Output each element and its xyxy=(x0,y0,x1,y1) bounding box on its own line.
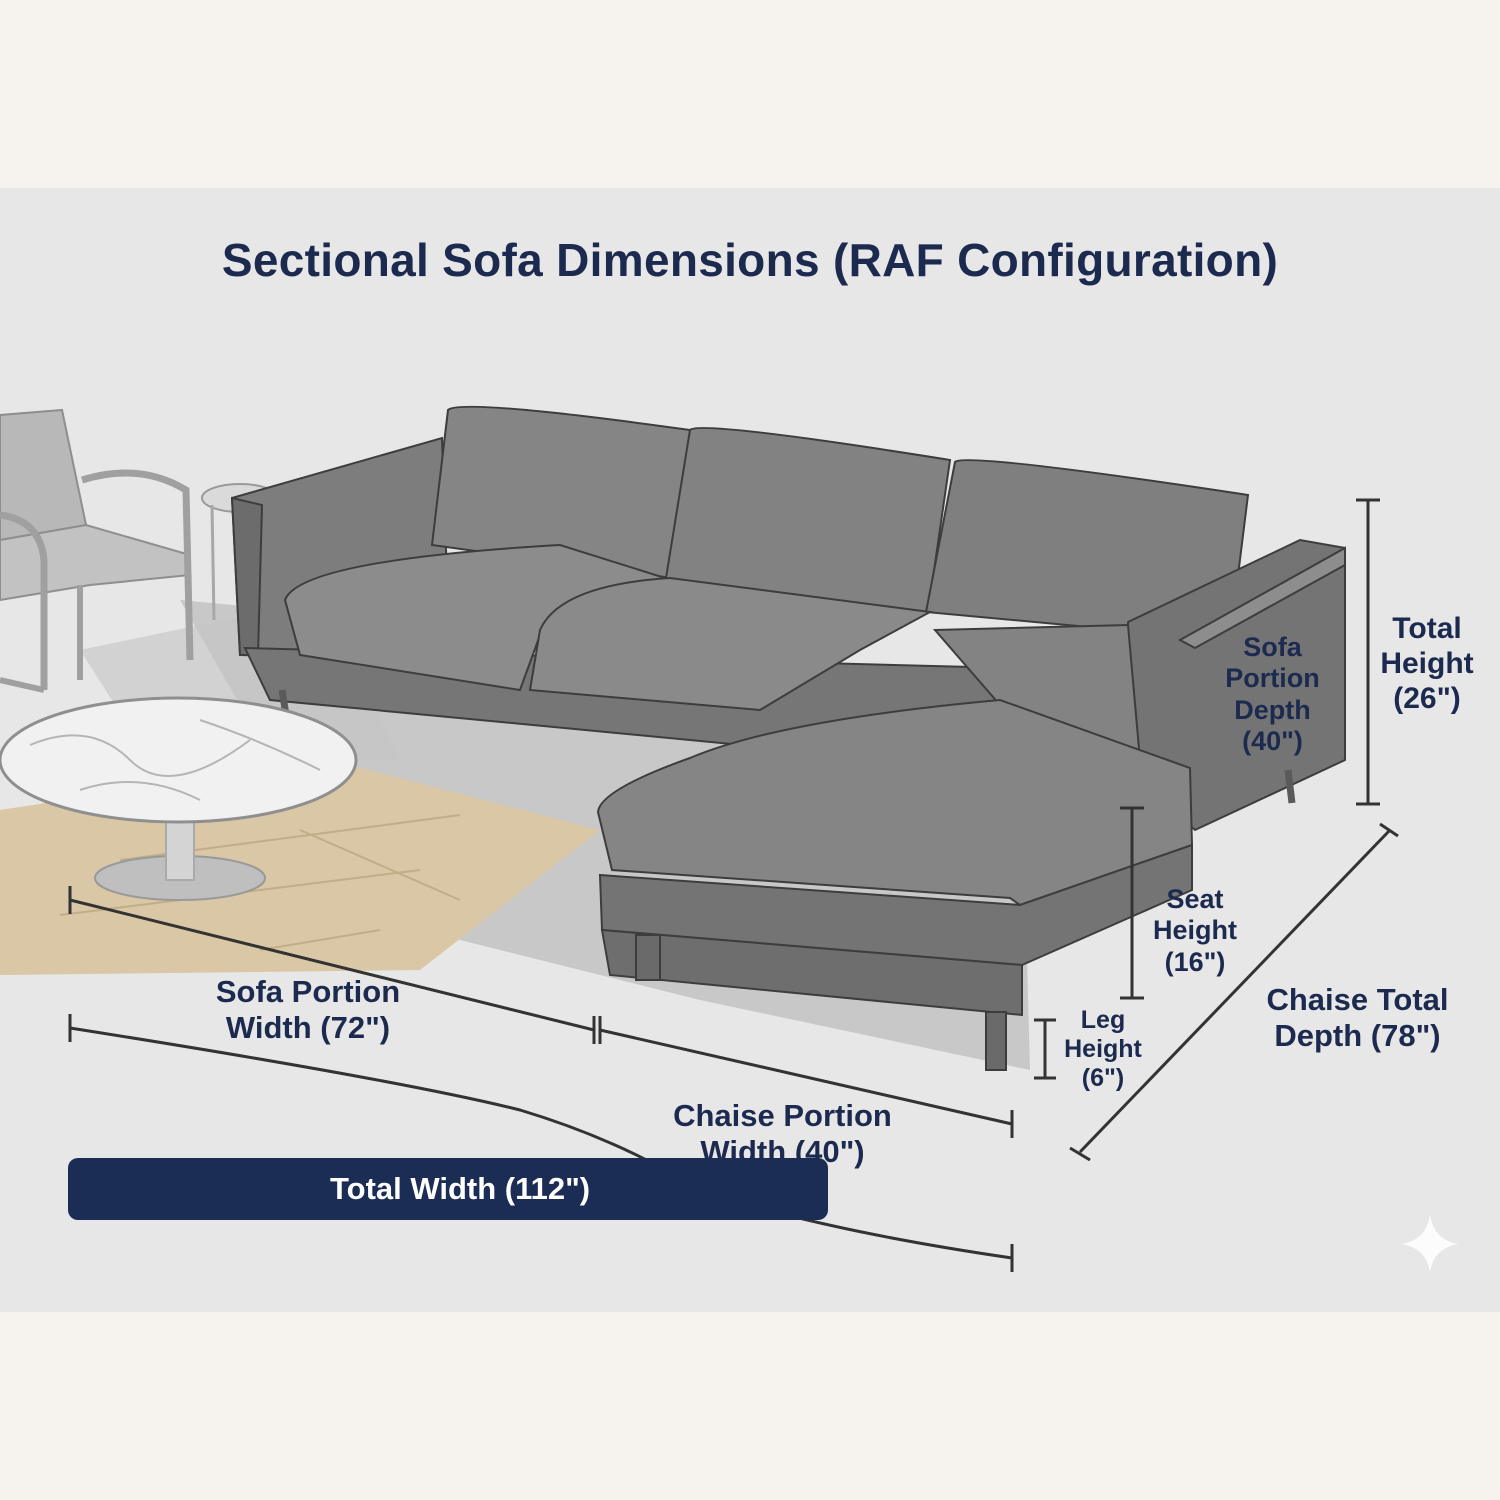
chaise-portion xyxy=(596,623,1194,1071)
total-width-banner: Total Width (112") xyxy=(68,1158,828,1220)
total-width-label: Total Width (112") xyxy=(330,1171,591,1206)
leg-height-label: Leg Height (6") xyxy=(1064,1006,1142,1092)
chaise-total-depth-label: Chaise Total Depth (78") xyxy=(1266,982,1449,1053)
diagram-title: Sectional Sofa Dimensions (RAF Configura… xyxy=(221,234,1279,286)
armchair xyxy=(0,408,194,693)
sparkle-icon xyxy=(1402,1215,1458,1272)
coffee-table xyxy=(0,696,358,901)
sofa-portion-depth-label: Sofa Portion Depth (40") xyxy=(1225,632,1320,756)
dimension-lines xyxy=(68,498,1399,1272)
seat-height-label: Seat Height (16") xyxy=(1153,884,1237,977)
total-height-label: Total Height (26") xyxy=(1380,612,1474,715)
sofa-portion-width-label: Sofa Portion Width (72") xyxy=(215,974,401,1045)
